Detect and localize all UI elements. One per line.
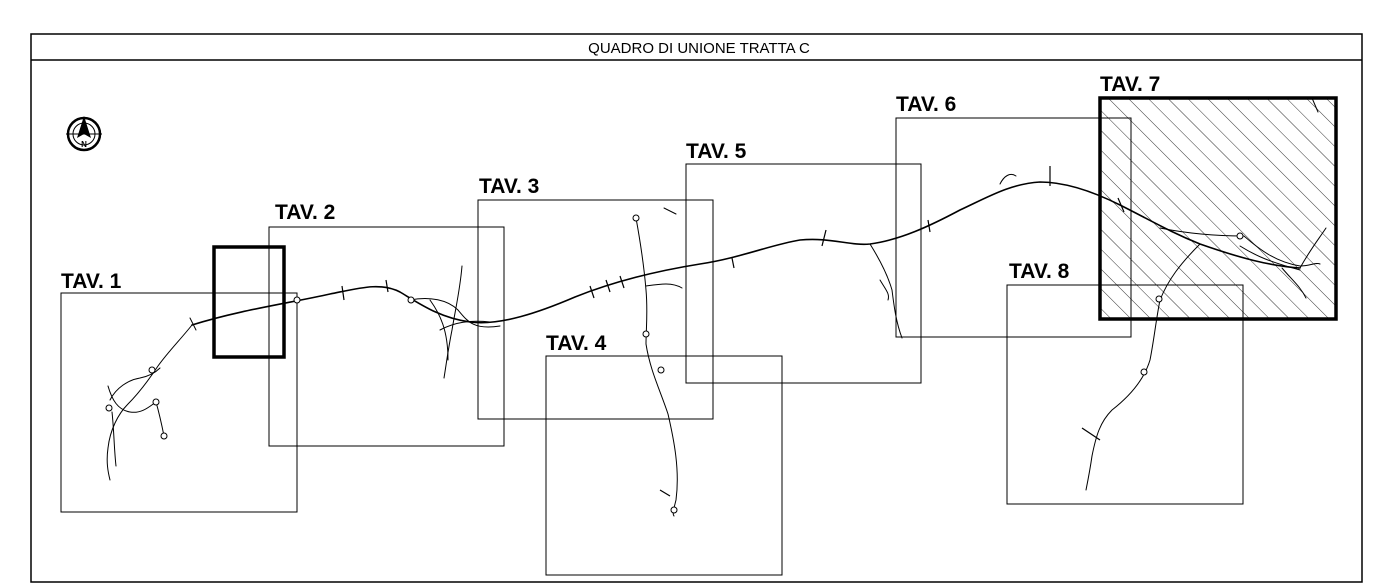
sheet-label-tav-6: TAV. 6 — [896, 93, 956, 116]
road-alignment — [106, 97, 1327, 517]
sheet-box-tav-5[interactable] — [685, 163, 922, 384]
map-title: QUADRO DI UNIONE TRATTA C — [588, 40, 810, 57]
sheet-label-tav-8: TAV. 8 — [1009, 260, 1070, 283]
sheet-label-tav-1: TAV. 1 — [61, 270, 122, 293]
north-letter: N — [81, 140, 87, 149]
sheet-label-tav-4: TAV. 4 — [546, 332, 607, 355]
sheet-box-tav-6[interactable] — [895, 117, 1132, 338]
detail-box — [212, 245, 286, 359]
cross-ticks — [341, 166, 1125, 497]
sheet-box-tav-2[interactable] — [268, 226, 505, 447]
sheet-label-tav-7: TAV. 7 — [1100, 73, 1160, 96]
sheet-box-tav-7[interactable] — [1098, 96, 1338, 321]
sheet-box-tav-4[interactable] — [545, 355, 783, 576]
sheet-label-tav-2: TAV. 2 — [275, 201, 335, 224]
sheet-box-tav-3[interactable] — [477, 199, 714, 420]
map-frame — [30, 33, 1363, 583]
sheet-box-tav-1[interactable] — [60, 292, 298, 513]
sheet-label-tav-3: TAV. 3 — [479, 175, 539, 198]
sheet-label-tav-5: TAV. 5 — [686, 140, 747, 163]
north-arrow-icon: N — [66, 116, 102, 152]
junction-nodes — [105, 214, 1244, 514]
